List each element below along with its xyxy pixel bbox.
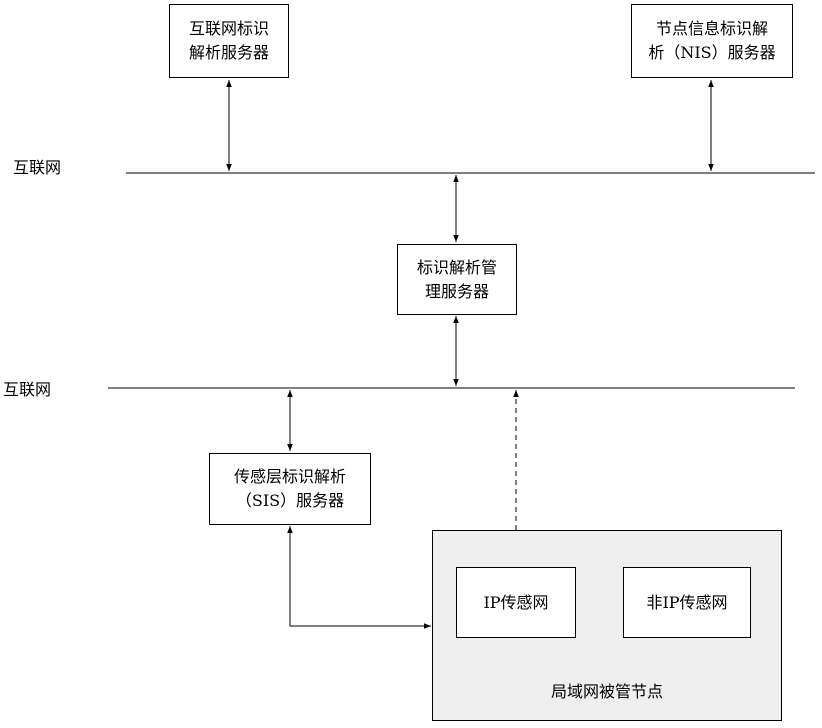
middle-internet-label: 互联网 — [3, 376, 51, 400]
nis-resolver-line2: 析（NIS）服务器 — [648, 41, 775, 65]
lan-managed-node-label: 局域网被管节点 — [433, 678, 781, 702]
internet-resolver-line2: 解析服务器 — [189, 41, 269, 65]
nis-resolver-server[interactable]: 节点信息标识解 析（NIS）服务器 — [631, 4, 793, 78]
ip-sensor-network[interactable]: IP传感网 — [456, 567, 576, 638]
internet-resolver-line1: 互联网标识 — [189, 17, 269, 41]
mgmt-server-line1: 标识解析管 — [417, 256, 497, 280]
nis-resolver-line1: 节点信息标识解 — [648, 17, 775, 41]
mgmt-server-line2: 理服务器 — [417, 280, 497, 304]
sis-resolver-server[interactable]: 传感层标识解析 （SIS）服务器 — [209, 453, 371, 525]
non-ip-sensor-network[interactable]: 非IP传感网 — [623, 567, 751, 638]
top-internet-label: 互联网 — [13, 154, 61, 178]
sis-resolver-line1: 传感层标识解析 — [234, 465, 346, 489]
sis-resolver-line2: （SIS）服务器 — [234, 489, 346, 513]
mgmt-server[interactable]: 标识解析管 理服务器 — [397, 244, 517, 315]
sis-lan-link — [290, 526, 431, 626]
internet-resolver-server[interactable]: 互联网标识 解析服务器 — [169, 4, 289, 78]
ip-sensor-network-label: IP传感网 — [483, 591, 548, 615]
non-ip-sensor-network-label: 非IP传感网 — [646, 591, 727, 615]
